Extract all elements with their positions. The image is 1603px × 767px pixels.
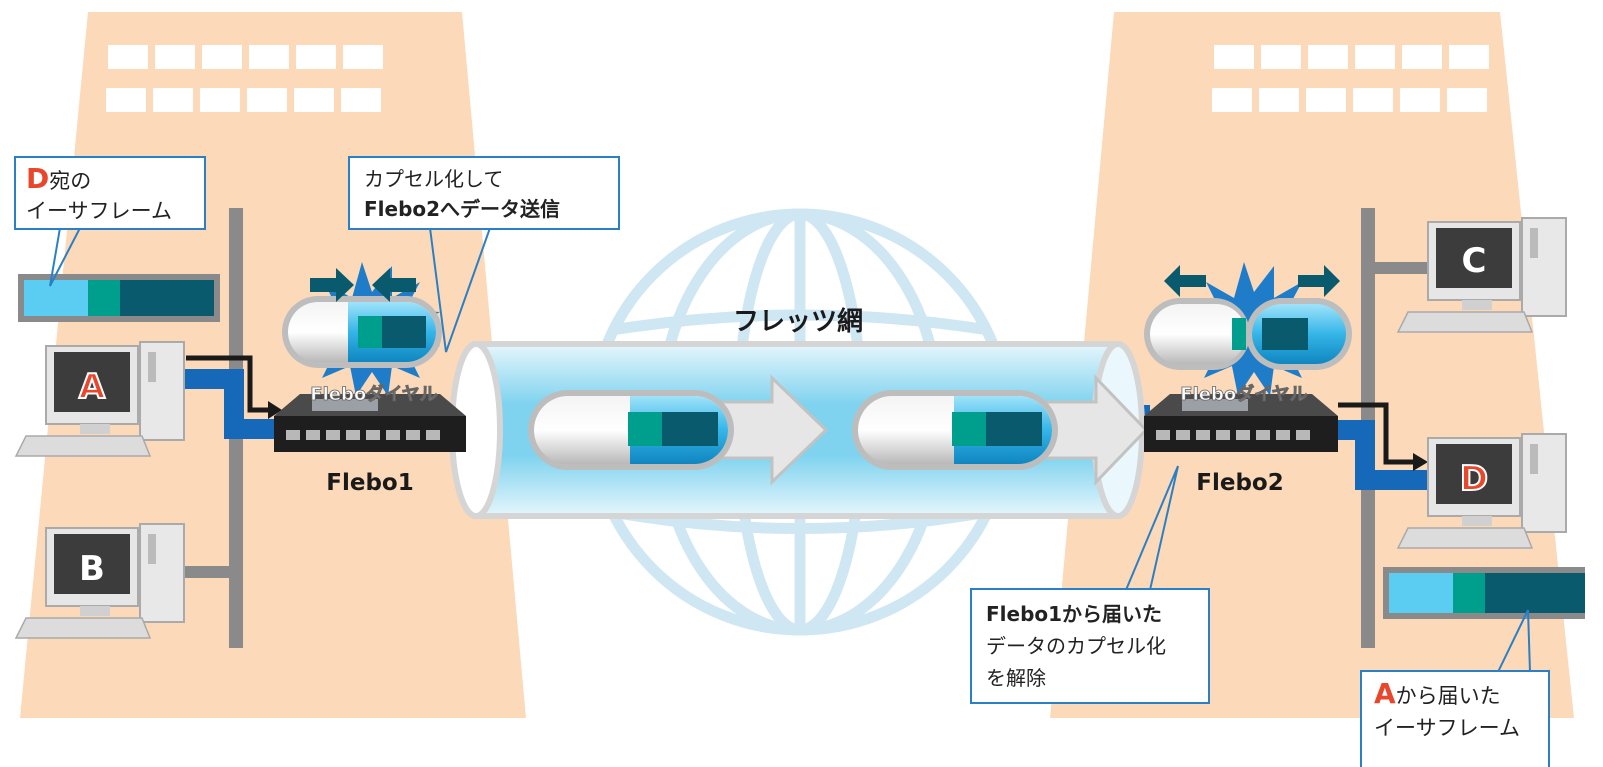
callout-encapsulate-line1: カプセル化して (364, 167, 504, 191)
cable-b (182, 566, 232, 578)
callout-frame-to-d: D宛の イーサフレーム (14, 156, 206, 230)
compress-arrows-icon (310, 268, 416, 302)
capsule-decapsulating (1144, 298, 1352, 370)
capsule-in-transit-1 (528, 390, 734, 470)
ethernet-frame-left (18, 274, 220, 322)
flebo2-dial-label: Fleboダイヤル (1180, 383, 1307, 405)
arrowhead-icon (1413, 453, 1428, 471)
cable-c (1372, 262, 1432, 274)
flebo1-label: Flebo1 (326, 470, 413, 496)
callout-decapsulate: Flebo1から届いた データのカプセル化 を解除 (970, 588, 1210, 704)
callout-letter-d: D (26, 162, 50, 195)
computer-c (1396, 217, 1567, 333)
callout-decapsulate-line2: データのカプセル化 (986, 634, 1166, 658)
flebo2-device-icon (1144, 394, 1338, 452)
computer-d (1396, 433, 1567, 549)
flebo1-device-icon (274, 394, 466, 452)
capsule-in-transit-2 (852, 390, 1058, 470)
flebo1-dial-label: Fleboダイヤル (310, 383, 437, 405)
callout-letter-a: A (1374, 677, 1396, 710)
callout-decapsulate-line1: Flebo1から届いた (986, 602, 1163, 626)
computer-b (14, 523, 185, 639)
frame-path-arrows (186, 355, 1415, 465)
computer-c-label: C (1462, 241, 1487, 281)
callout-encapsulate: カプセル化して Flebo2へデータ送信 (348, 156, 620, 230)
computer-a (14, 341, 185, 457)
computer-a-label: A (79, 367, 106, 407)
flebo2-label: Flebo2 (1196, 470, 1283, 496)
computer-b-label: B (79, 549, 105, 589)
computer-d-label: D (1460, 459, 1488, 499)
callout-frame-to-d-line2: イーサフレーム (26, 199, 172, 223)
callout-frame-from-a-line1: から届いた (1395, 684, 1501, 708)
callout-frame-from-a: Aから届いた イーサフレーム (1360, 670, 1550, 767)
arrowhead-icon (268, 401, 282, 419)
callout-pointers (49, 227, 1531, 673)
capsule-encapsulating (282, 296, 442, 368)
callout-frame-to-d-line1: 宛の (49, 169, 92, 193)
callout-frame-from-a-line2: イーサフレーム (1374, 716, 1520, 740)
ethernet-frame-right (1383, 567, 1585, 619)
network-label: フレッツ網 (733, 306, 863, 337)
right-building-windows (1212, 45, 1489, 112)
callout-decapsulate-line3: を解除 (986, 666, 1046, 690)
left-building-windows (106, 45, 383, 112)
expand-arrows-icon (1164, 265, 1340, 297)
callout-encapsulate-line2: Flebo2へデータ送信 (364, 197, 561, 221)
